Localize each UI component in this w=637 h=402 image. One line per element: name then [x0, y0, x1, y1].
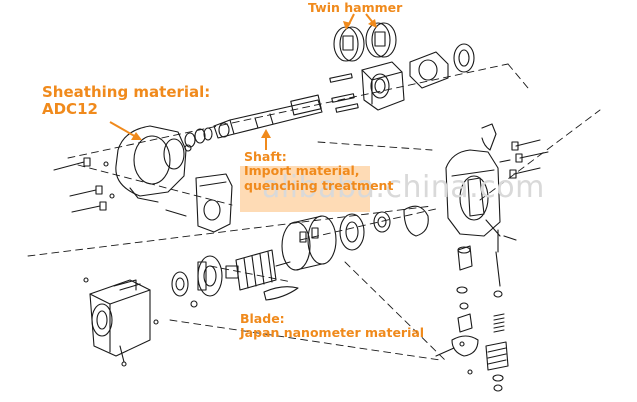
twin-hammer-arrow	[343, 13, 377, 30]
shaft-label: Shaft: Import material, quenching treatm…	[244, 149, 394, 193]
hammer-cage-part	[361, 61, 405, 111]
hammer-pins	[329, 73, 359, 113]
sheathing-label-line1: Sheathing material:	[42, 83, 211, 101]
rear-plate-part	[171, 255, 223, 308]
handle-screws	[481, 123, 549, 179]
blade-label-line2: Japan nanometer material	[240, 325, 425, 341]
blade-label: Blade: Japan nanometer material	[240, 311, 425, 341]
blade-label-line1: Blade:	[240, 311, 285, 326]
twin-hammer-part	[333, 22, 397, 62]
valve-stack-part	[435, 229, 509, 392]
front-plate-part	[409, 43, 475, 89]
twin-hammer-label: Twin hammer	[308, 0, 403, 15]
callout-arrows	[109, 13, 377, 150]
sheathing-label-line2: ADC12	[42, 100, 98, 119]
cylinder-part	[281, 215, 337, 271]
assembly-guide-lines	[27, 63, 601, 361]
rear-housing-part	[83, 277, 159, 367]
middle-gasket-part	[339, 205, 429, 251]
shaft-part	[213, 94, 323, 139]
shaft-highlight	[240, 166, 370, 212]
front-housing-part	[115, 125, 192, 203]
rotor-part	[225, 249, 291, 291]
shaft-arrow	[261, 129, 271, 150]
shaft-label-line2: Import material,	[244, 163, 360, 179]
housing-bolts	[53, 157, 187, 217]
sheathing-material-label: Sheathing material: ADC12	[42, 83, 211, 119]
sheathing-arrow	[109, 121, 142, 140]
main-handle-housing	[445, 149, 517, 241]
side-handle-part	[195, 173, 233, 233]
watermark: alibaba.china.com	[262, 170, 545, 205]
shaft-label-line3: quenching treatment	[244, 177, 394, 193]
blade-part	[263, 286, 299, 301]
shaft-label-line1: Shaft:	[244, 149, 287, 164]
shaft-rings	[184, 127, 213, 148]
